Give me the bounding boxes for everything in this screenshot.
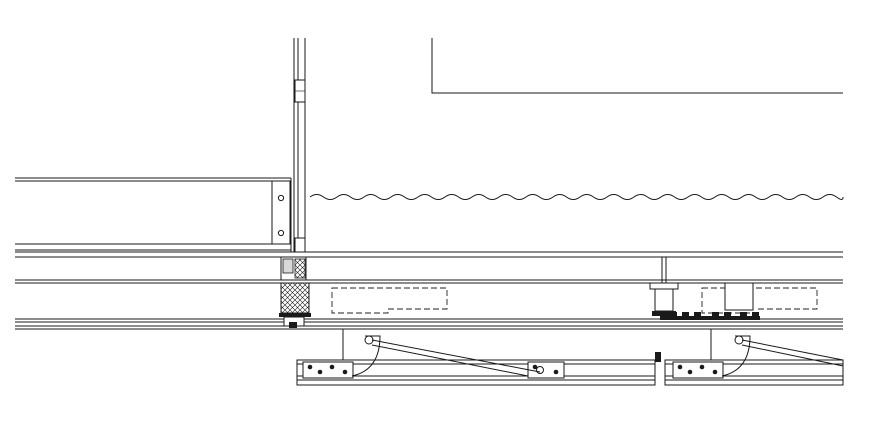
pivot-icon <box>364 335 374 345</box>
bolt-icon <box>532 364 538 370</box>
roller-icon <box>694 312 701 317</box>
upper-recess-outline <box>431 38 843 94</box>
anchor-blocks <box>331 287 818 314</box>
roller-icon <box>740 312 747 317</box>
bolt-icon <box>329 364 335 370</box>
roller-icon <box>752 312 759 317</box>
bolt-icon <box>342 369 348 375</box>
roller-icon <box>682 312 689 317</box>
vertical-mullion <box>293 38 306 253</box>
roller-icon <box>670 312 677 317</box>
center-post <box>649 257 760 320</box>
bolts <box>677 364 718 375</box>
sliding-door-right <box>655 329 844 386</box>
sliding-door-left <box>296 329 656 386</box>
left-jamb-assembly <box>279 256 311 328</box>
left-wall-panel <box>15 177 292 252</box>
bolt-icon <box>677 364 683 370</box>
floor-slab <box>15 279 843 330</box>
bolt-icon <box>699 364 705 370</box>
track-rollers <box>670 312 759 317</box>
screw-icon <box>277 194 285 202</box>
bolt-icon <box>687 369 693 375</box>
pivot-icon <box>734 335 744 345</box>
bolts <box>307 364 559 375</box>
wave-curtain <box>15 194 844 258</box>
bolt-icon <box>712 369 718 375</box>
roller-icon <box>724 312 731 317</box>
bolt-icon <box>553 369 559 375</box>
roller-icon <box>712 312 719 317</box>
bolt-icon <box>317 369 323 375</box>
bolt-icon <box>307 364 313 370</box>
screw-icon <box>277 229 285 237</box>
pivot-icon <box>536 366 544 374</box>
